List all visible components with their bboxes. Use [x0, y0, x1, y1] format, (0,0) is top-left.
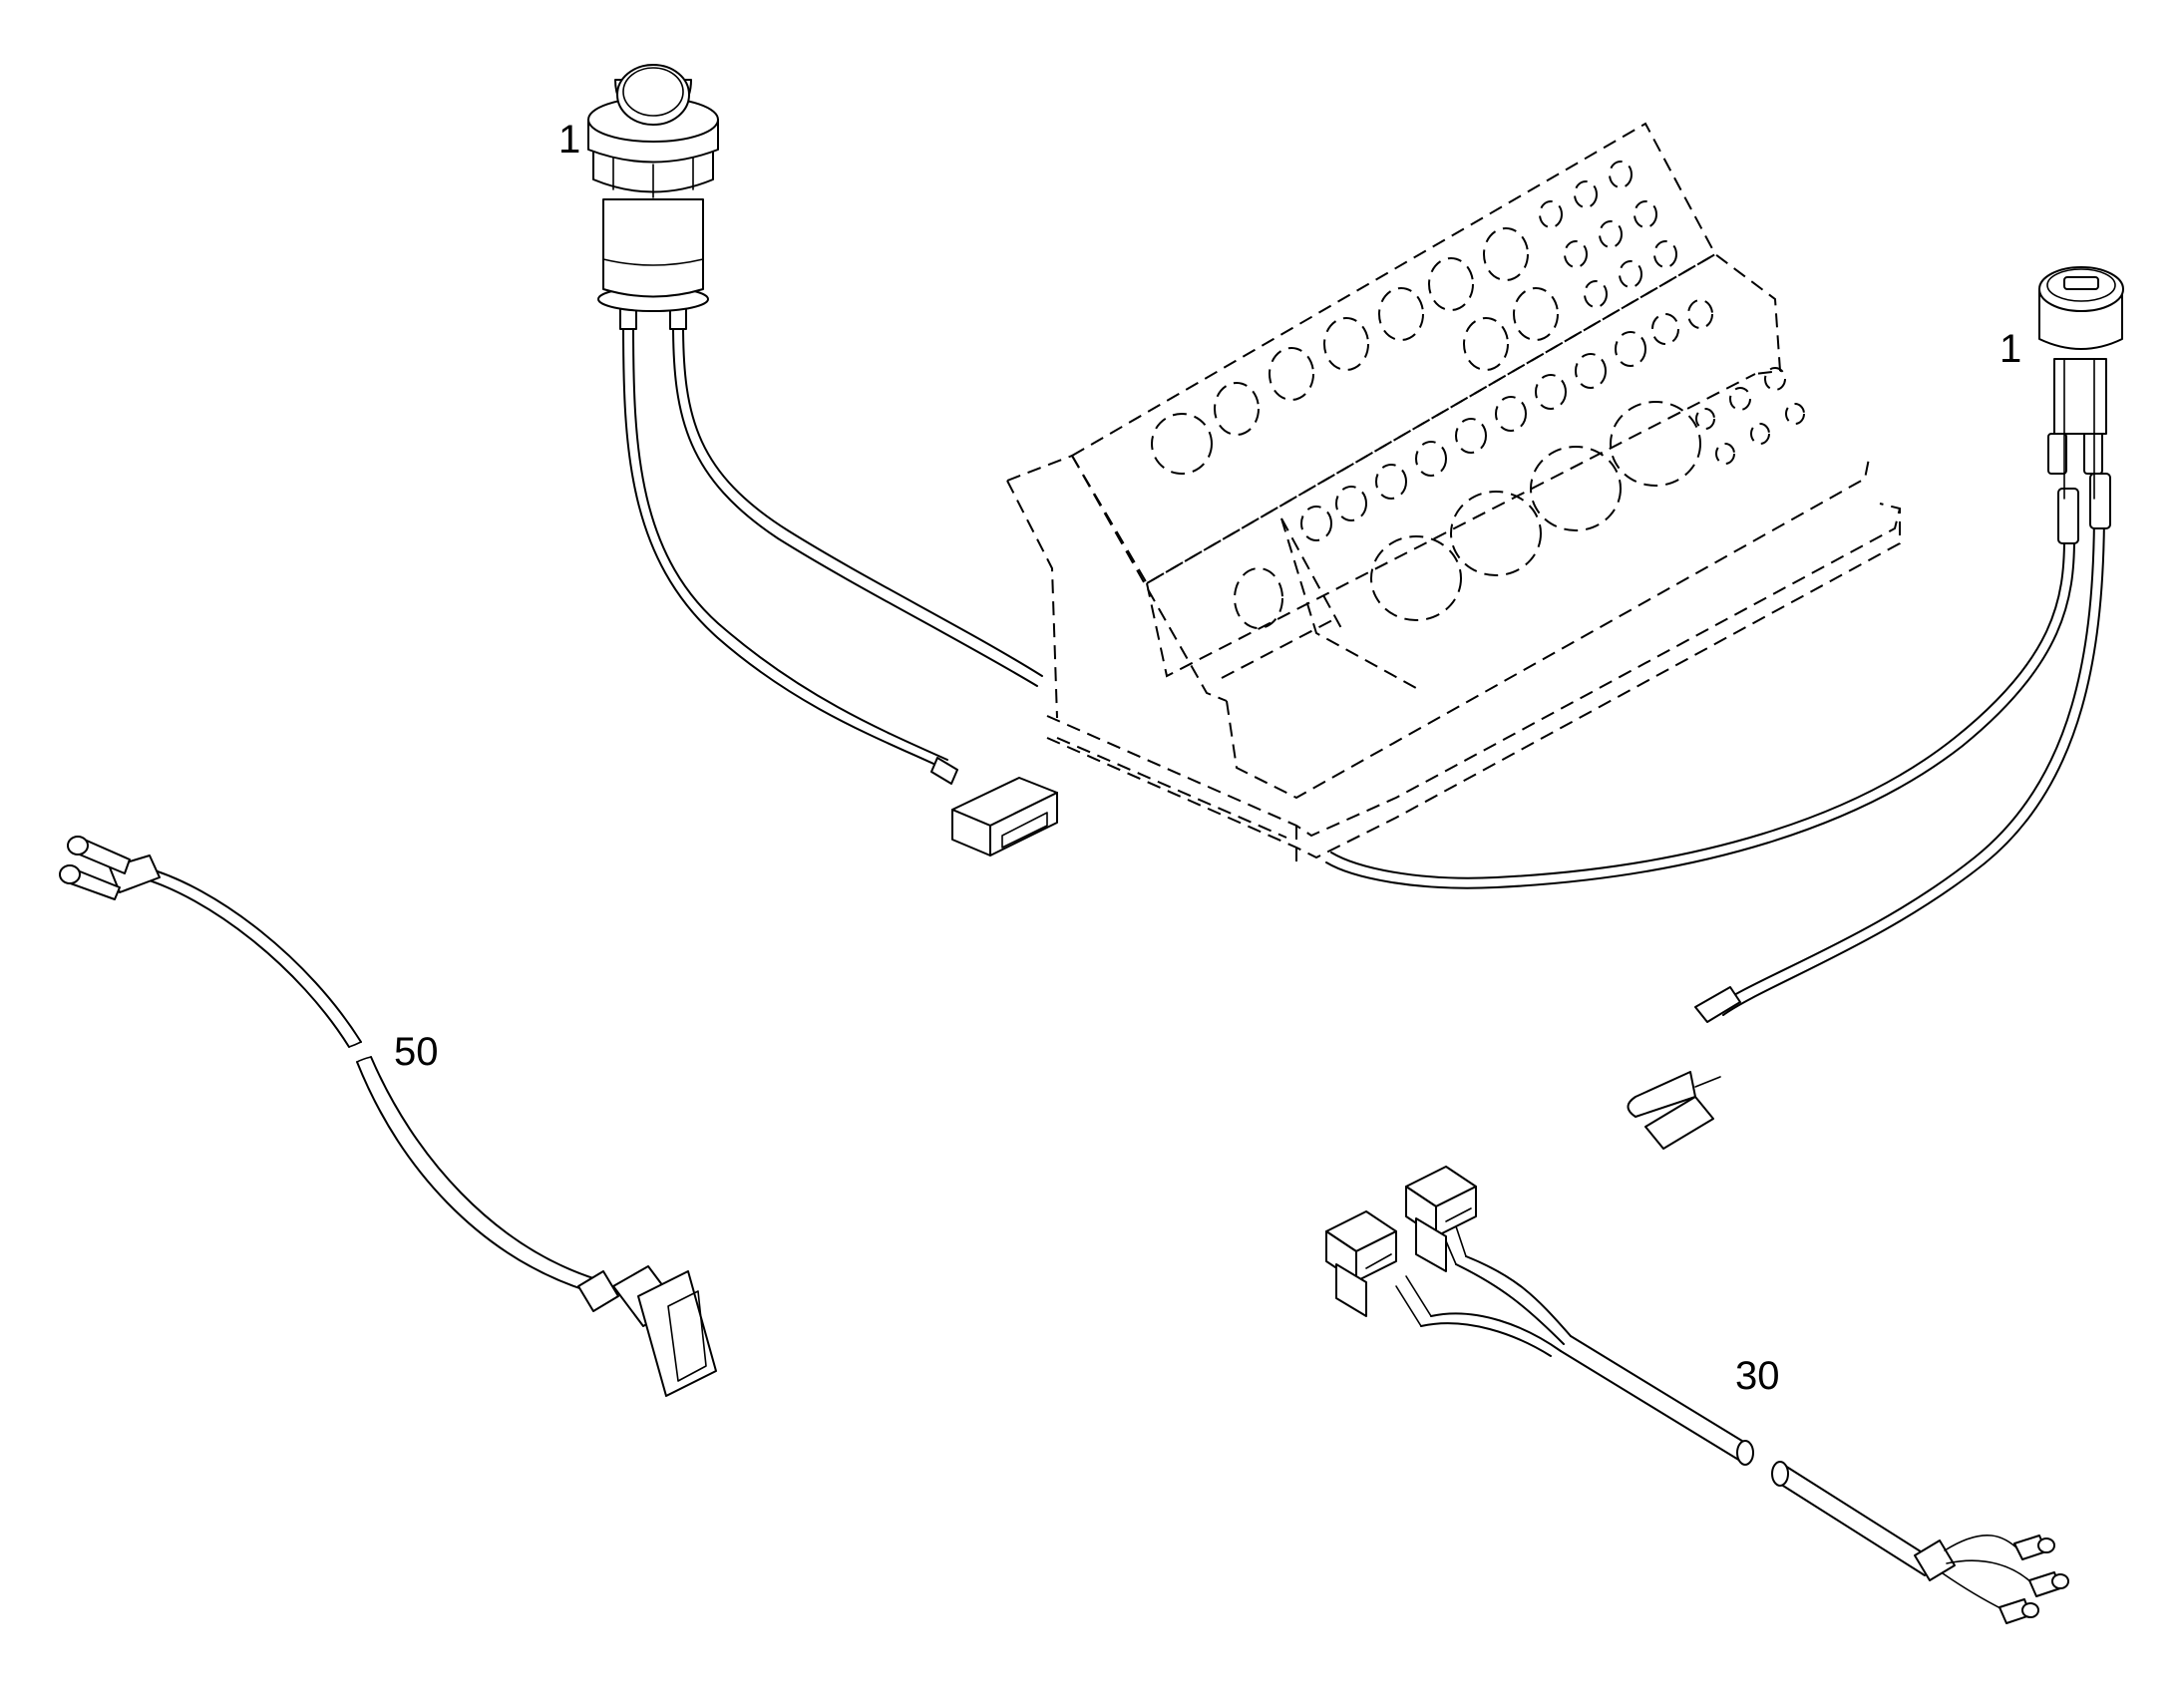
harness-connector	[1325, 1210, 1397, 1317]
jumper-lead	[59, 836, 717, 1397]
key-switch	[1325, 266, 2124, 1150]
wiring-harness	[1325, 1166, 2069, 1624]
push-button-switch	[587, 64, 1058, 856]
callout-key-switch: 1	[1999, 327, 2022, 371]
callout-wiring-harness: 30	[1735, 1354, 1780, 1398]
callout-push-button-switch: 1	[558, 118, 581, 162]
instrument-panel-phantom	[1006, 122, 1901, 867]
spade-terminal	[1627, 986, 1741, 1150]
harness-connector	[1405, 1166, 1477, 1272]
flat-connector	[951, 777, 1058, 856]
callout-jumper-lead: 50	[394, 1030, 439, 1074]
